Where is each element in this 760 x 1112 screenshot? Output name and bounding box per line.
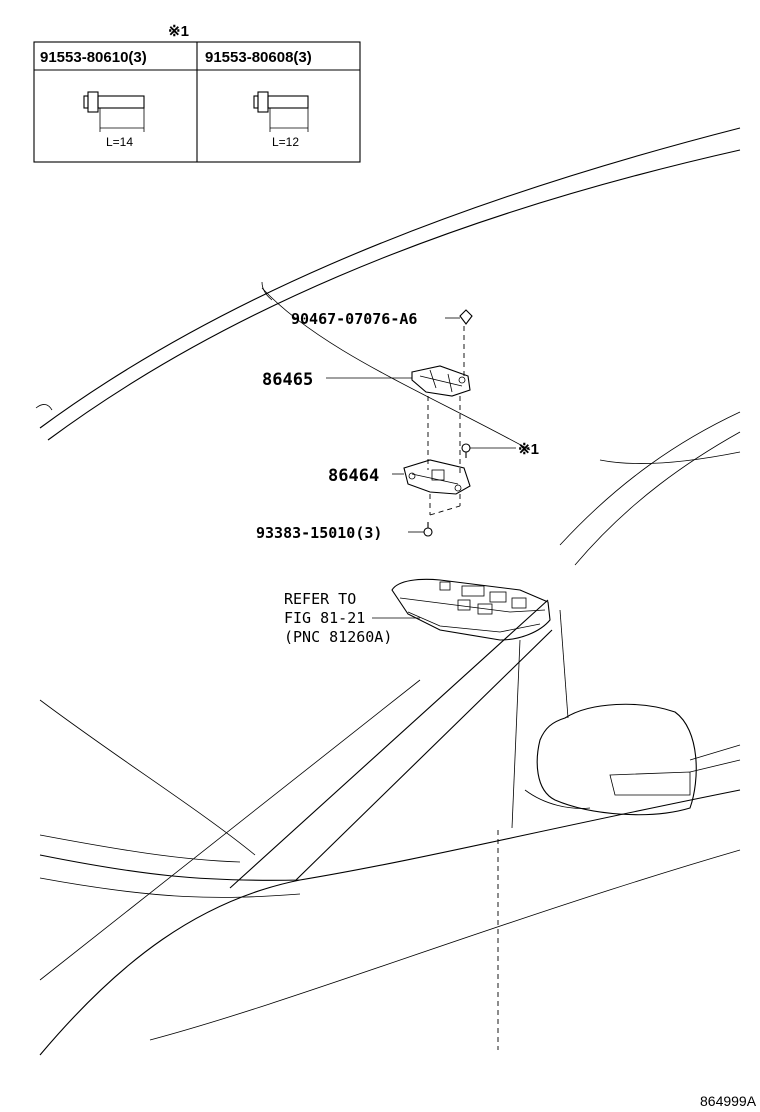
fastener-table: ※1 91553-80610(3) 91553-80608(3) L=14 L=… [33,23,361,163]
bolt-l14-length: L=14 [106,135,133,149]
refer-note-line1: REFER TO [284,590,356,608]
callout-rain-sensor: 86464 [328,466,379,486]
callout-screw-ref1: ※1 [518,441,539,458]
screw-icon [423,522,433,537]
screw-ref1-icon [461,443,471,458]
figure-code: 864999A [700,1093,757,1109]
bolt-l12-length: L=12 [272,135,299,149]
vehicle-body-outline [35,127,741,1056]
overhead-console-icon [391,578,551,641]
bolt-l12-icon [253,91,309,132]
clip-icon [459,309,473,378]
refer-note-line2: FIG 81-21 [284,609,365,627]
callout-screw: 93383-15010(3) [256,524,382,542]
rain-sensor-icon [403,459,471,516]
callout-sensor-cover: 86465 [262,370,313,390]
bolt-l14-icon [83,91,145,132]
table-col2-part-number: 91553-80608(3) [205,49,312,66]
sensor-cover-icon [411,365,471,476]
leader-lines [326,317,516,619]
refer-note-line3: (PNC 81260A) [284,628,392,646]
callout-clip: 90467-07076-A6 [291,310,417,328]
table-col1-part-number: 91553-80610(3) [40,49,147,66]
table-note-marker: ※1 [168,23,189,40]
